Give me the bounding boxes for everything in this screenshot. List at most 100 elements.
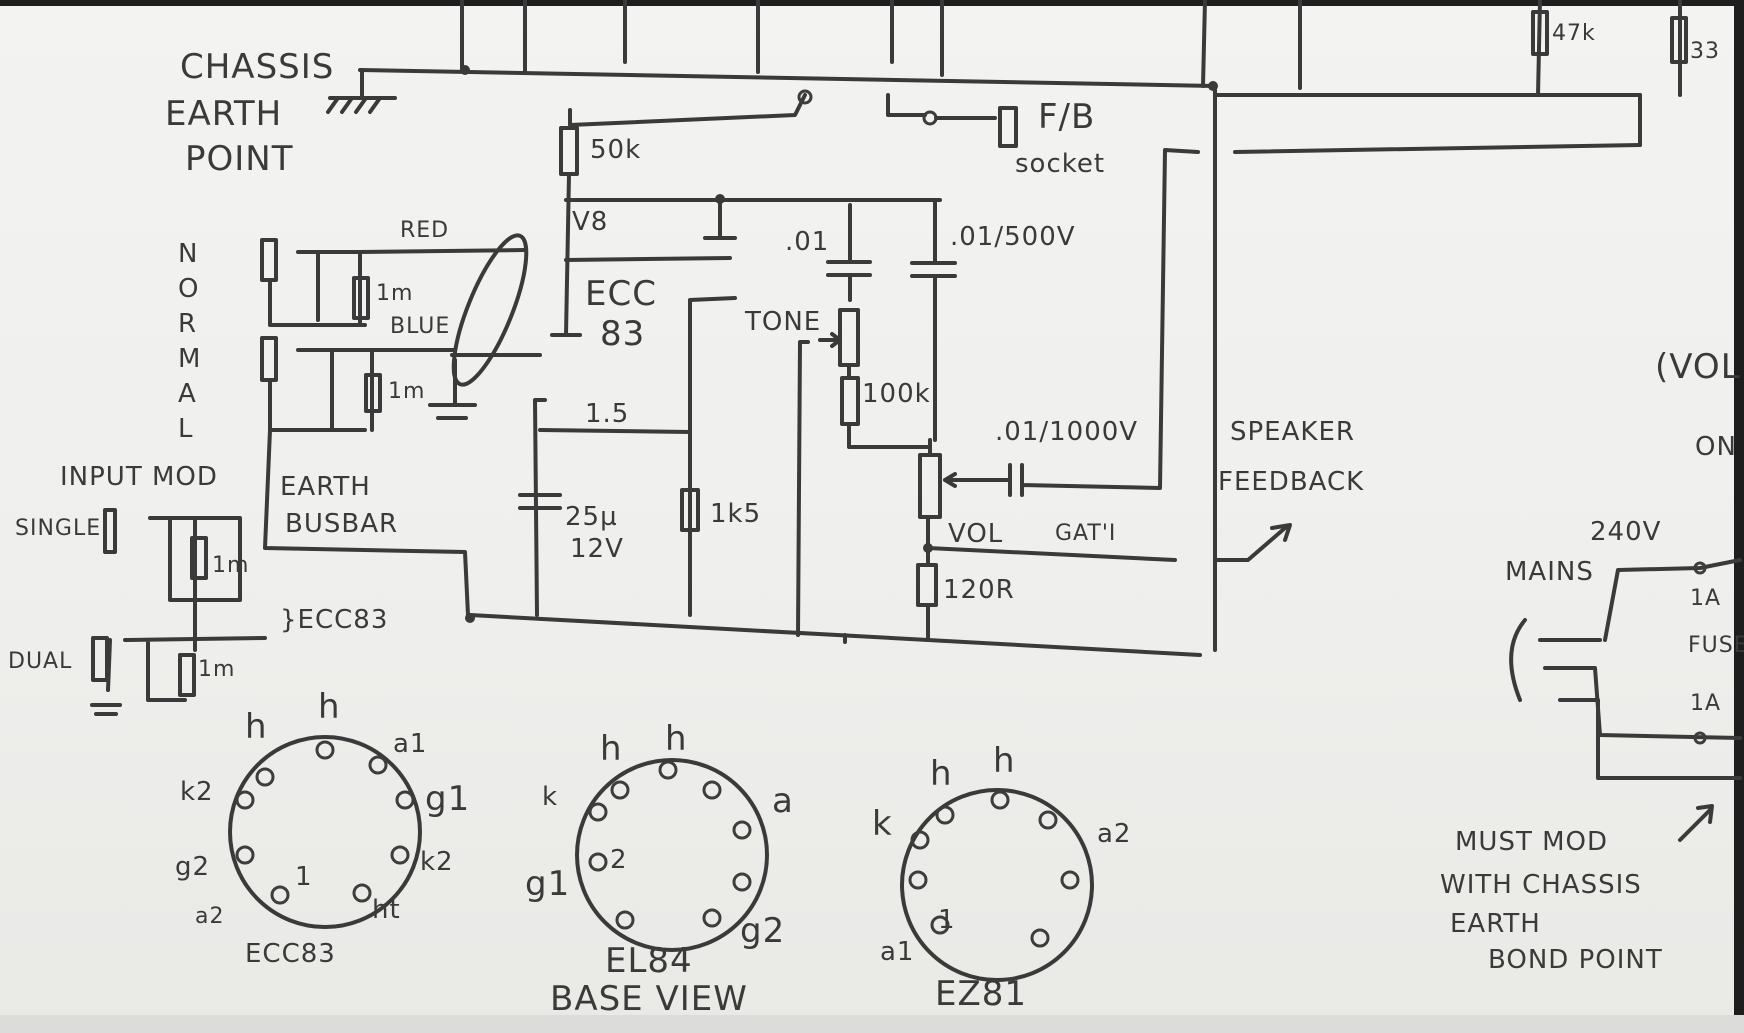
- cap-01-1000v-label: .01/1000V: [995, 417, 1138, 447]
- el84-pin-2: 2: [610, 845, 628, 875]
- ez81-base-circle: [900, 788, 1094, 982]
- ez81-name: EZ81: [935, 974, 1027, 1014]
- el84-pin-h1: h: [600, 729, 623, 769]
- el84-pin-h2: h: [665, 719, 688, 759]
- ecc83-pin-a1: a1: [393, 729, 427, 759]
- resistor-1k5-label: 1k5: [710, 499, 761, 529]
- el84-base-view: BASE VIEW: [550, 979, 748, 1019]
- speaker-feedback-arrow: [1213, 523, 1292, 562]
- chassis-label-line2: EARTH: [165, 94, 282, 134]
- blue-lead-label: BLUE: [390, 314, 450, 339]
- el84-name: EL84: [605, 941, 693, 981]
- cap-25u-label-line1: 25µ: [565, 502, 618, 532]
- el84-pin-k: k: [542, 782, 558, 812]
- vol-label: VOL: [948, 519, 1003, 549]
- resistor-50k-label: 50k: [590, 135, 641, 165]
- ecc83-pinout: [228, 735, 422, 929]
- mains-wiring: [1509, 558, 1742, 842]
- resistor-33-symbol: [1670, 16, 1688, 64]
- resistor-1-5-label: 1.5: [585, 399, 629, 429]
- ecc83-name: ECC83: [245, 939, 336, 969]
- resistor-1m-a-symbol: [352, 276, 370, 320]
- resistor-1m-a-label: 1m: [376, 281, 413, 306]
- input-mod-label: INPUT MOD: [60, 462, 218, 492]
- fb-label: F/B: [1038, 97, 1095, 137]
- ecc83-pin-a2: a2: [195, 904, 224, 929]
- resistor-100k-label: 100k: [862, 379, 931, 409]
- fuse-1a-bottom-label: 1A: [1690, 691, 1721, 716]
- feedback-label: FEEDBACK: [1218, 467, 1364, 497]
- el84-pin-g1: g1: [525, 864, 570, 904]
- ez81-pin-a1: a1: [880, 937, 914, 967]
- ecc83-pin-g2: g2: [175, 852, 210, 882]
- cap-25u-label-line2: 12V: [570, 534, 624, 564]
- normal-letter-r: R: [178, 309, 197, 339]
- ecc83-pin-ht: ht: [372, 895, 401, 925]
- must-mod-line2: WITH CHASSIS: [1440, 870, 1642, 900]
- input-jack-1-symbol: [260, 238, 278, 282]
- resistor-47k-label: 47k: [1552, 21, 1596, 46]
- resistor-100k-symbol: [840, 376, 860, 426]
- red-lead-label: RED: [400, 218, 449, 243]
- preamp-box-wiring: [465, 89, 1202, 657]
- photo-edge-top: [0, 0, 1744, 6]
- resistor-50k-symbol: [559, 126, 579, 176]
- vol-note-label: GAT'I: [1055, 521, 1116, 546]
- el84-pinout: [575, 758, 769, 952]
- photo-edge-bottom: [0, 1015, 1744, 1033]
- resistor-120r-symbol: [916, 563, 938, 607]
- mains-label: MAINS: [1505, 557, 1594, 587]
- single-label: SINGLE: [15, 516, 101, 541]
- photo-edge-right: [1734, 0, 1744, 1033]
- normal-letter-o: O: [178, 274, 199, 304]
- edge-on-label: ON: [1695, 432, 1737, 462]
- input-jack-2-symbol: [260, 336, 278, 382]
- ez81-pin-a2: a2: [1097, 819, 1131, 849]
- ez81-pin-h2: h: [993, 741, 1016, 781]
- ht-node-label: V8: [572, 207, 608, 237]
- cap-01-label: .01: [785, 227, 829, 257]
- ecc83-pin-g1: g1: [425, 779, 470, 819]
- normal-letter-l: L: [178, 414, 194, 444]
- dual-label: DUAL: [8, 649, 72, 674]
- speaker-label: SPEAKER: [1230, 417, 1355, 447]
- resistor-33-label: 33: [1690, 39, 1720, 64]
- chassis-label-line1: CHASSIS: [180, 47, 334, 87]
- ecc83-pin-k2-left: k2: [180, 777, 214, 807]
- fuse-1a-top-label: 1A: [1690, 586, 1721, 611]
- normal-letter-m: M: [178, 344, 201, 374]
- earth-busbar-line1: EARTH: [280, 472, 371, 502]
- must-mod-line1: MUST MOD: [1455, 827, 1608, 857]
- tone-label: TONE: [744, 307, 821, 337]
- normal-letter-a: A: [178, 379, 197, 409]
- volume-pot-symbol: [918, 453, 942, 519]
- resistor-1k5-symbol: [680, 488, 700, 532]
- must-mod-line3: EARTH: [1450, 909, 1541, 939]
- tube-label-line1: ECC: [585, 274, 657, 314]
- resistor-1m-b-symbol: [364, 373, 382, 413]
- tone-pot-symbol: [838, 308, 860, 367]
- el84-base-circle: [575, 758, 769, 952]
- chassis-earth-symbol: [326, 68, 397, 114]
- must-mod-line4: BOND POINT: [1488, 945, 1663, 975]
- top-rail: [358, 0, 1688, 652]
- ecc83-note: }ECC83: [280, 605, 388, 635]
- resistor-47k-symbol: [1531, 10, 1549, 56]
- ez81-pin-h1: h: [930, 754, 953, 794]
- mains-240-label: 240V: [1590, 517, 1661, 547]
- input-mod-1m-a: 1m: [212, 553, 249, 578]
- edge-vol-label: (VOL: [1655, 347, 1741, 387]
- input-wiring: [90, 233, 542, 716]
- input-mod-1m-b: 1m: [198, 657, 235, 682]
- ecc83-pin-1: 1: [295, 862, 313, 892]
- ecc83-pin-k2-right: k2: [420, 847, 454, 877]
- el84-pin-g2: g2: [740, 911, 785, 951]
- socket-label: socket: [1015, 149, 1105, 179]
- resistor-120r-label: 120R: [943, 575, 1015, 605]
- ez81-pinout: [900, 788, 1094, 982]
- ecc83-pin-h1: h: [245, 707, 268, 747]
- fuse-label: FUSE: [1688, 633, 1744, 658]
- ez81-pin-1: 1: [938, 905, 956, 935]
